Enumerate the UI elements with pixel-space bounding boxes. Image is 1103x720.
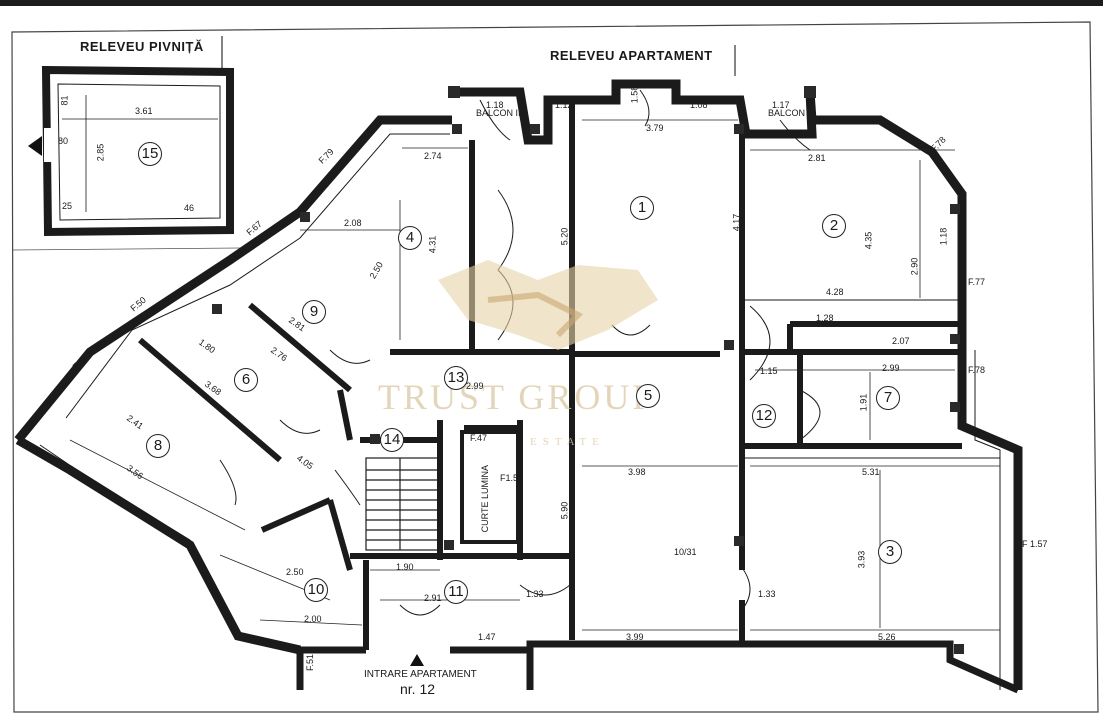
dimension-label: 2.07 (892, 336, 910, 346)
room-number-2: 2 (822, 214, 846, 238)
dimension-label: 1.47 (478, 632, 496, 642)
dimension-label: 2.74 (424, 151, 442, 161)
apartment-title: RELEVEU APARTAMENT (550, 48, 713, 63)
window-label: F.47 (470, 433, 488, 443)
window-label: F 1.57 (1022, 539, 1048, 549)
room-number-3: 3 (878, 540, 902, 564)
light-well (460, 430, 520, 544)
dimension-label: 1.15 (760, 366, 778, 376)
dimension-label: 5.31 (862, 467, 880, 477)
dimension-label: 81 (59, 95, 70, 106)
dimension-label: 1.28 (816, 313, 834, 323)
window-label: F.51 (305, 653, 316, 672)
room-number-9: 9 (302, 300, 326, 324)
dimension-label: 4.35 (863, 231, 874, 250)
cellar-title: RELEVEU PIVNIȚĂ (80, 39, 204, 54)
balcony-label: BALCON II (476, 108, 521, 118)
dimension-label: 5.20 (559, 227, 570, 246)
dimension-lines (69, 119, 1000, 631)
dimension-label: 1.33 (758, 589, 776, 599)
dimension-label: 3.93 (856, 550, 867, 569)
dimension-label: 1.58 (629, 85, 640, 104)
dimension-label: 2.90 (909, 257, 920, 276)
room-number-14: 14 (380, 428, 404, 452)
cellar-entrance-arrow-icon (28, 136, 42, 156)
dimension-label: 1.18 (486, 100, 504, 110)
dimension-label: 2.50 (286, 567, 304, 577)
dimension-label: 2.00 (304, 614, 322, 624)
handshake-logo-icon (438, 260, 658, 350)
room-number-12: 12 (752, 404, 776, 428)
dimension-label: 3.79 (646, 123, 664, 133)
cellar-plan (41, 65, 234, 237)
dimension-label: 2.08 (344, 218, 362, 228)
room-number-8: 8 (146, 434, 170, 458)
room-number-11: 11 (444, 580, 468, 604)
room-number-5: 5 (636, 384, 660, 408)
balcony-label: BALCON (768, 108, 806, 118)
dimension-label: 5.26 (878, 632, 896, 642)
dimension-label: 46 (184, 203, 195, 213)
entrance-arrow-icon (410, 654, 424, 666)
window-label: F.78 (968, 365, 986, 375)
dimension-label: 4.31 (427, 235, 438, 254)
dimension-label: 25 (62, 201, 73, 211)
dimension-label: 80 (58, 136, 69, 146)
dimension-label: 1.17 (772, 100, 790, 110)
room-number-13: 13 (444, 366, 468, 390)
dimension-label: 5.90 (559, 501, 570, 520)
dimension-label: 1.18 (938, 227, 949, 246)
staircase (365, 457, 439, 551)
watermark-subtitle: ESTATE (530, 436, 605, 448)
room-number-15: 15 (138, 142, 162, 166)
apartment-number: nr. 12 (400, 681, 436, 697)
dimension-label: 1.33 (526, 589, 544, 599)
dimension-label: 10/31 (674, 547, 697, 557)
dimension-label: 2.99 (882, 363, 900, 373)
dimension-label: 2.81 (808, 153, 826, 163)
dimension-label: 4.28 (826, 287, 844, 297)
dimension-label: 1.90 (396, 562, 414, 572)
dimension-label: 3.61 (135, 106, 153, 116)
dimension-label: 2.85 (95, 143, 106, 162)
light-well-label: CURTE LUMINA (480, 465, 490, 533)
room-number-6: 6 (234, 368, 258, 392)
dimension-label: 3.99 (626, 632, 644, 642)
room-number-7: 7 (876, 386, 900, 410)
window-label: F.77 (968, 277, 986, 287)
structural-columns (212, 86, 964, 654)
dimension-label: 4.17 (731, 213, 742, 232)
dimension-label: 3.98 (628, 467, 646, 477)
interior-walls (138, 100, 1000, 650)
room-number-1: 1 (630, 196, 654, 220)
dimension-label: 1.91 (858, 393, 869, 412)
watermark-title: TRUST GROUP (378, 377, 656, 417)
room-number-10: 10 (304, 578, 328, 602)
dimension-label: 2.99 (466, 381, 484, 391)
dimension-label: 1.08 (690, 100, 708, 110)
dimension-label: 2.91 (424, 593, 442, 603)
window-label: F1.57 (500, 473, 524, 483)
dimension-label: 1.12 (555, 100, 573, 110)
room-number-4: 4 (398, 226, 422, 250)
entrance-label: INTRARE APARTAMENT (364, 669, 477, 680)
